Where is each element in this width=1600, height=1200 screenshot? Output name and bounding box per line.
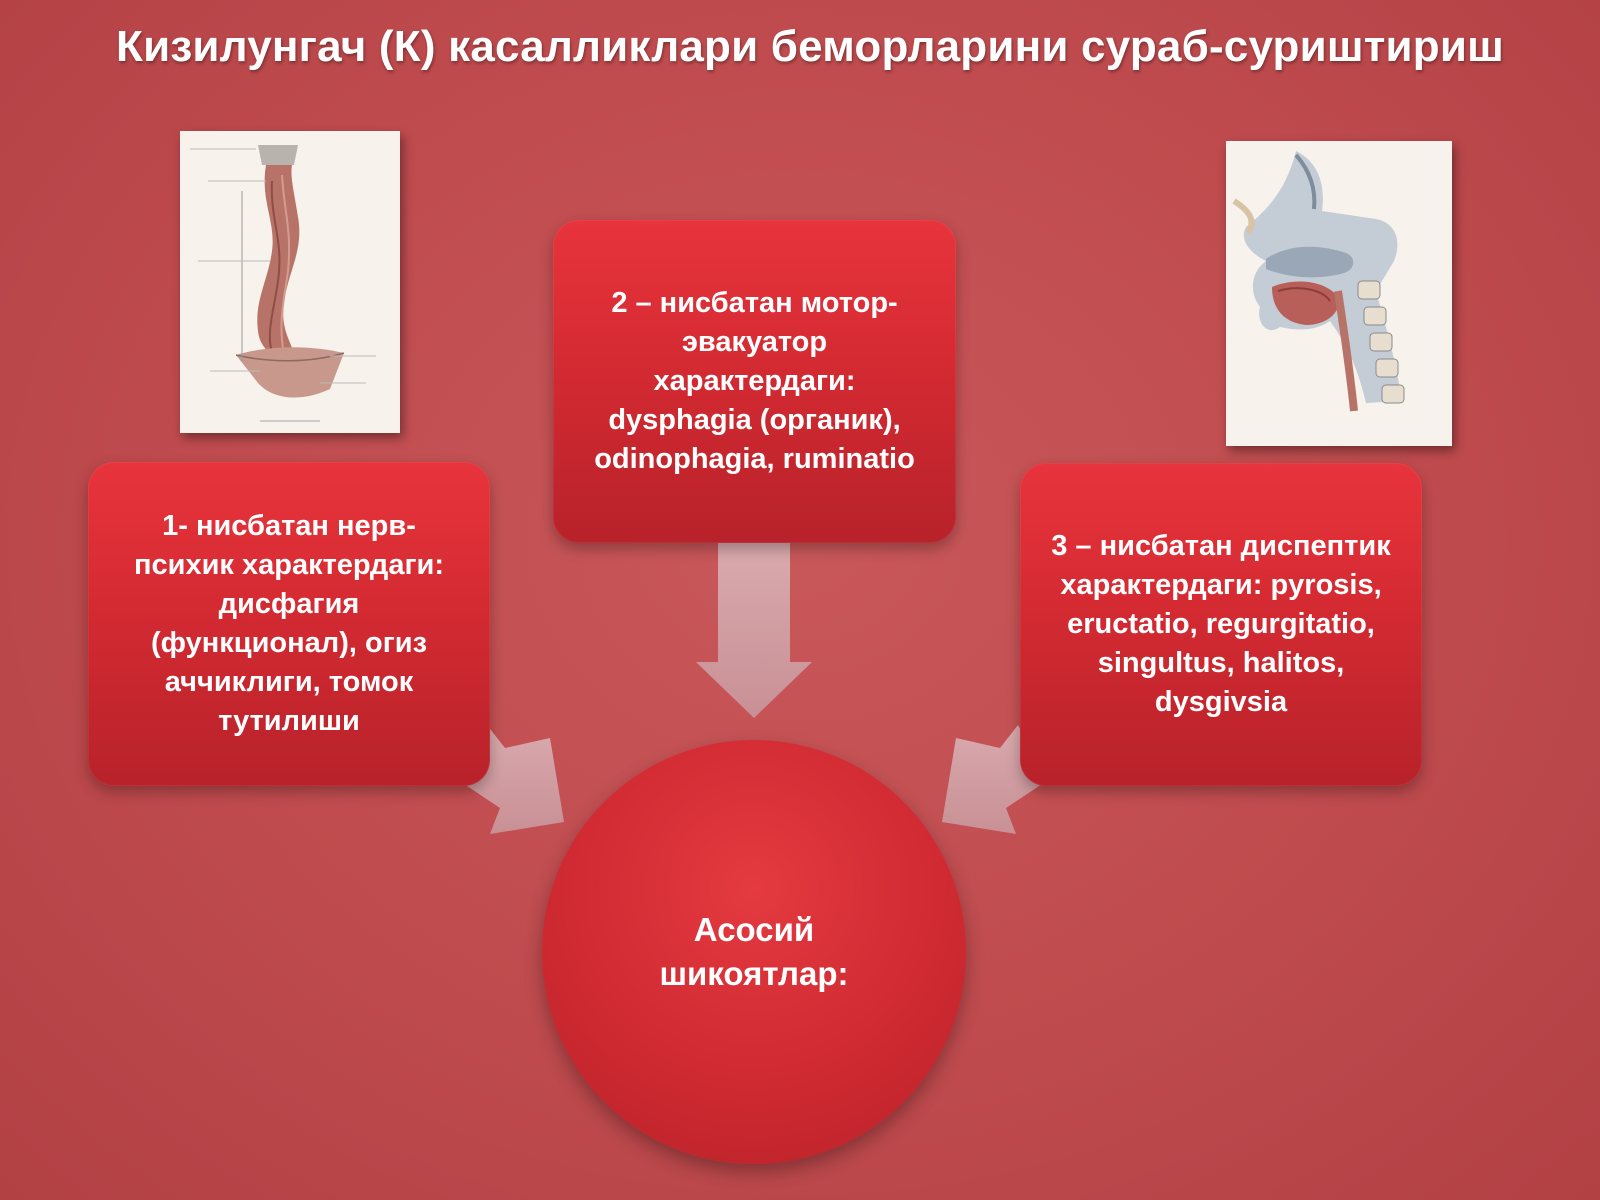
category-text-dyspeptic: 3 – нисбатан диспептик характердаги: pyr… bbox=[1051, 530, 1391, 718]
main-complaints-label: Асосий шикоятлар: bbox=[659, 911, 849, 992]
head-section-illustration bbox=[1226, 141, 1452, 446]
main-complaints-circle: Асосий шикоятлар: bbox=[542, 740, 966, 1164]
arrow-top-to-center bbox=[696, 543, 812, 718]
category-box-motor-evacuator: 2 – нисбатан мотор-эвакуатор характердаг… bbox=[553, 220, 956, 543]
page-title: Кизилунгач (К) касалликлари беморларини … bbox=[116, 22, 1504, 71]
category-box-dyspeptic: 3 – нисбатан диспептик характердаги: pyr… bbox=[1020, 463, 1422, 786]
category-text-neuro-psychic: 1- нисбатан нерв-психик характердаги: ди… bbox=[133, 510, 445, 737]
esophagus-illustration bbox=[180, 131, 400, 433]
head-section-drawing-icon bbox=[1226, 141, 1452, 446]
category-box-neuro-psychic: 1- нисбатан нерв-психик характердаги: ди… bbox=[88, 462, 490, 786]
esophagus-drawing-icon bbox=[180, 131, 400, 433]
category-text-motor-evacuator: 2 – нисбатан мотор-эвакуатор характердаг… bbox=[594, 287, 915, 475]
